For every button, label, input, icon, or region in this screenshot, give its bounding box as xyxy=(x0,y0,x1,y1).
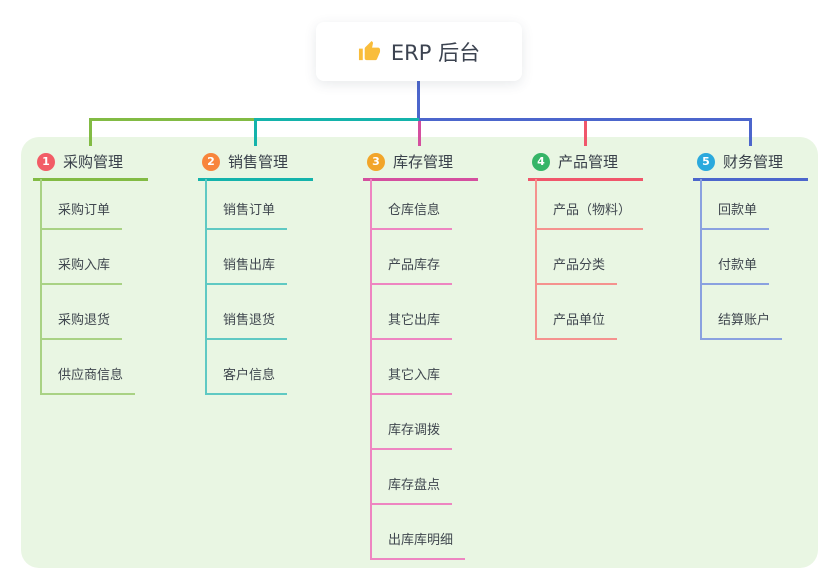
node-sales-outbound[interactable]: 销售出库 xyxy=(205,257,288,285)
connector-drop-purchase xyxy=(89,118,92,146)
branch-label: 财务管理 xyxy=(723,153,784,171)
branch-number-badge: 1 xyxy=(37,152,55,171)
connector-drop-inventory xyxy=(418,121,421,146)
branch-label: 产品管理 xyxy=(558,153,619,171)
node-label: 库存盘点 xyxy=(388,478,441,493)
node-sales-return[interactable]: 销售退货 xyxy=(205,312,288,340)
node-outbound-detail[interactable]: 出库库明细 xyxy=(370,532,466,560)
node-product-material[interactable]: 产品（物料） xyxy=(535,202,644,230)
node-label: 其它入库 xyxy=(388,368,441,383)
node-customer-info[interactable]: 客户信息 xyxy=(205,367,288,395)
node-label: 销售订单 xyxy=(223,203,276,218)
node-label: 仓库信息 xyxy=(388,203,441,218)
branch-product: 4 产品管理 产品（物料） 产品分类 产品单位 xyxy=(528,149,688,340)
branch-number-badge: 5 xyxy=(697,152,715,171)
branch-trunk-line xyxy=(700,179,702,340)
node-sales-order[interactable]: 销售订单 xyxy=(205,202,288,230)
connector-horizontal-left xyxy=(89,118,255,121)
branch-purchase: 1 采购管理 采购订单 采购入库 采购退货 供应商信息 xyxy=(33,149,193,395)
branch-title-sales[interactable]: 2 销售管理 xyxy=(198,149,313,181)
branch-label: 库存管理 xyxy=(393,153,454,171)
branches-panel xyxy=(21,137,818,568)
branch-sales: 2 销售管理 销售订单 销售出库 销售退货 客户信息 xyxy=(198,149,358,395)
connector-drop-sales xyxy=(254,118,257,146)
node-supplier-info[interactable]: 供应商信息 xyxy=(40,367,136,395)
node-payment-bill[interactable]: 付款单 xyxy=(700,257,770,285)
connector-horizontal-right xyxy=(419,118,752,121)
node-label: 回款单 xyxy=(718,203,758,218)
connector-drop-finance xyxy=(749,118,752,146)
node-label: 付款单 xyxy=(718,258,758,273)
node-stock-transfer[interactable]: 库存调拨 xyxy=(370,422,453,450)
branch-number-badge: 3 xyxy=(367,152,385,171)
branch-title-purchase[interactable]: 1 采购管理 xyxy=(33,149,148,181)
node-purchase-return[interactable]: 采购退货 xyxy=(40,312,123,340)
branch-trunk-line xyxy=(535,179,537,340)
root-node[interactable]: ERP 后台 xyxy=(316,22,522,81)
node-stock-count[interactable]: 库存盘点 xyxy=(370,477,453,505)
node-label: 客户信息 xyxy=(223,368,276,383)
node-label: 产品单位 xyxy=(553,313,606,328)
branch-inventory: 3 库存管理 仓库信息 产品库存 其它出库 其它入库 库存调拨 库存盘点 出库库… xyxy=(363,149,523,560)
node-settlement-account[interactable]: 结算账户 xyxy=(700,312,783,340)
node-other-inbound[interactable]: 其它入库 xyxy=(370,367,453,395)
node-purchase-order[interactable]: 采购订单 xyxy=(40,202,123,230)
branch-finance: 5 财务管理 回款单 付款单 结算账户 xyxy=(693,149,839,340)
node-label: 库存调拨 xyxy=(388,423,441,438)
branch-trunk-line xyxy=(370,179,372,560)
connector-root-stem xyxy=(417,81,420,119)
node-label: 采购退货 xyxy=(58,313,111,328)
node-label: 销售退货 xyxy=(223,313,276,328)
branch-trunk-line xyxy=(40,179,42,395)
root-label: ERP 后台 xyxy=(390,40,481,65)
thumbs-up-icon xyxy=(358,40,381,63)
branch-label: 销售管理 xyxy=(228,153,289,171)
node-label: 其它出库 xyxy=(388,313,441,328)
branch-label: 采购管理 xyxy=(63,153,124,171)
node-label: 销售出库 xyxy=(223,258,276,273)
branch-number-badge: 2 xyxy=(202,152,220,171)
node-label: 供应商信息 xyxy=(58,368,124,383)
node-label: 产品库存 xyxy=(388,258,441,273)
node-other-outbound[interactable]: 其它出库 xyxy=(370,312,453,340)
node-label: 采购订单 xyxy=(58,203,111,218)
branch-number-badge: 4 xyxy=(532,152,550,171)
node-product-category[interactable]: 产品分类 xyxy=(535,257,618,285)
branch-title-finance[interactable]: 5 财务管理 xyxy=(693,149,808,181)
node-warehouse-info[interactable]: 仓库信息 xyxy=(370,202,453,230)
node-product-unit[interactable]: 产品单位 xyxy=(535,312,618,340)
node-receipt-bill[interactable]: 回款单 xyxy=(700,202,770,230)
branch-title-inventory[interactable]: 3 库存管理 xyxy=(363,149,478,181)
branch-trunk-line xyxy=(205,179,207,395)
connector-horizontal-middle xyxy=(255,118,419,121)
node-product-stock[interactable]: 产品库存 xyxy=(370,257,453,285)
branch-title-product[interactable]: 4 产品管理 xyxy=(528,149,643,181)
node-label: 结算账户 xyxy=(718,313,771,328)
node-label: 出库库明细 xyxy=(388,533,454,548)
node-label: 产品分类 xyxy=(553,258,606,273)
node-purchase-inbound[interactable]: 采购入库 xyxy=(40,257,123,285)
connector-drop-product xyxy=(584,121,587,146)
node-label: 采购入库 xyxy=(58,258,111,273)
node-label: 产品（物料） xyxy=(553,203,632,218)
